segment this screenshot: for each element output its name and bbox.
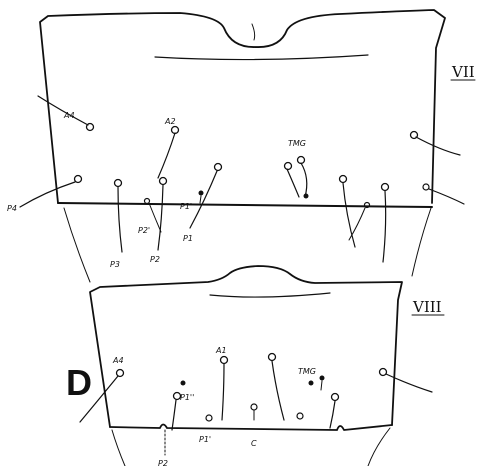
label-p2-viii: P2 [158, 459, 168, 466]
label-c-viii: C [251, 439, 257, 448]
segment-viii-outline [90, 266, 402, 427]
seta-right-p1 [287, 169, 299, 197]
seta-socket-right-p2 [340, 176, 347, 183]
label-p1-vii: P1 [183, 234, 193, 243]
label-p3-vii: P3 [110, 260, 120, 269]
seta-socket-right-p1 [285, 163, 292, 170]
label-tmg-vii: TMG [288, 139, 306, 148]
seta-p1 [190, 171, 217, 228]
seta-socket-right-p1-prime [304, 194, 309, 199]
segment-viii-posterior-margin [110, 425, 392, 431]
seta-right-p4 [429, 189, 464, 204]
seta-socket-p1 [215, 164, 222, 171]
seta-socket-right-p1-viii [320, 376, 325, 381]
seta-right-p1-viii [321, 381, 322, 390]
seta-socket-a1-viii [221, 357, 228, 364]
segment-vii-setae [20, 96, 464, 262]
segment-viii-antecostal-line [210, 293, 330, 297]
segment-vii: VII A4 A2 TMG P4 P1' P2' P1 P2 P3 [7, 10, 475, 269]
segment-label-viii: VIII [412, 298, 442, 316]
label-a4-viii: A4 [112, 356, 124, 365]
label-p1-dprime-viii: P1'' [180, 393, 194, 402]
segment-vii-posterior-margin [58, 203, 432, 207]
segment-vii-notch [252, 24, 255, 40]
seta-a1-viii [222, 364, 224, 420]
seta-socket-p1-dprime-viii [181, 381, 186, 386]
panel-letter: D [66, 362, 92, 403]
segment-viii: VIII D A4 A1 TMG P1'' P1' C P2 [66, 266, 444, 466]
label-p1-prime-viii: P1' [199, 435, 211, 444]
membrane-left [64, 208, 90, 282]
membrane-right [412, 208, 431, 276]
label-a4-vii: A4 [63, 111, 75, 120]
seta-socket-p2 [160, 178, 167, 185]
seta-socket-right-p1b-viii [332, 394, 339, 401]
segment-viii-posterior-right [368, 428, 390, 466]
segment-viii-posterior-left [112, 430, 125, 466]
seta-socket-p1-prime-viii [206, 415, 212, 421]
segment-vii-antecostal-line [155, 55, 368, 60]
seta-tmg [301, 163, 307, 197]
seta-socket-right-p3 [382, 184, 389, 191]
label-p2-prime-vii: P2' [138, 226, 150, 235]
segment-label-vii: VII [451, 63, 475, 81]
label-a2-vii: A2 [164, 117, 176, 126]
label-tmg-viii: TMG [298, 367, 316, 376]
seta-p2 [158, 185, 163, 250]
seta-socket-a4-viii [117, 370, 124, 377]
seta-socket-right-p4 [423, 184, 429, 190]
seta-socket-right-p1-prime-viii [297, 413, 303, 419]
seta-a2 [158, 133, 175, 178]
label-a1-viii: A1 [215, 346, 227, 355]
seta-socket-right-p1-dprime-viii [309, 381, 314, 386]
seta-socket-p1-prime [199, 191, 204, 196]
seta-right-p2 [343, 183, 355, 247]
seta-right-p2-prime [349, 208, 365, 240]
segment-vii-outline [40, 10, 445, 203]
seta-socket-p4 [75, 176, 82, 183]
label-p4-vii: P4 [7, 204, 17, 213]
seta-lateral [416, 137, 460, 155]
label-p2-vii: P2 [150, 255, 160, 264]
label-p1-prime-vii: P1' [180, 202, 192, 211]
seta-socket-p3 [115, 180, 122, 187]
seta-p3 [118, 187, 122, 252]
seta-a4 [38, 96, 88, 125]
seta-socket-c-viii [251, 404, 257, 410]
seta-p2-prime [149, 203, 161, 232]
seta-right-p1b-viii [330, 401, 335, 428]
seta-tmg-viii [272, 361, 284, 420]
seta-right-p3 [383, 191, 386, 262]
seta-socket-tmg-viii [269, 354, 276, 361]
seta-socket-lateral-viii [380, 369, 387, 376]
seta-p1-viii [172, 400, 176, 430]
seta-p1-prime [200, 196, 201, 203]
